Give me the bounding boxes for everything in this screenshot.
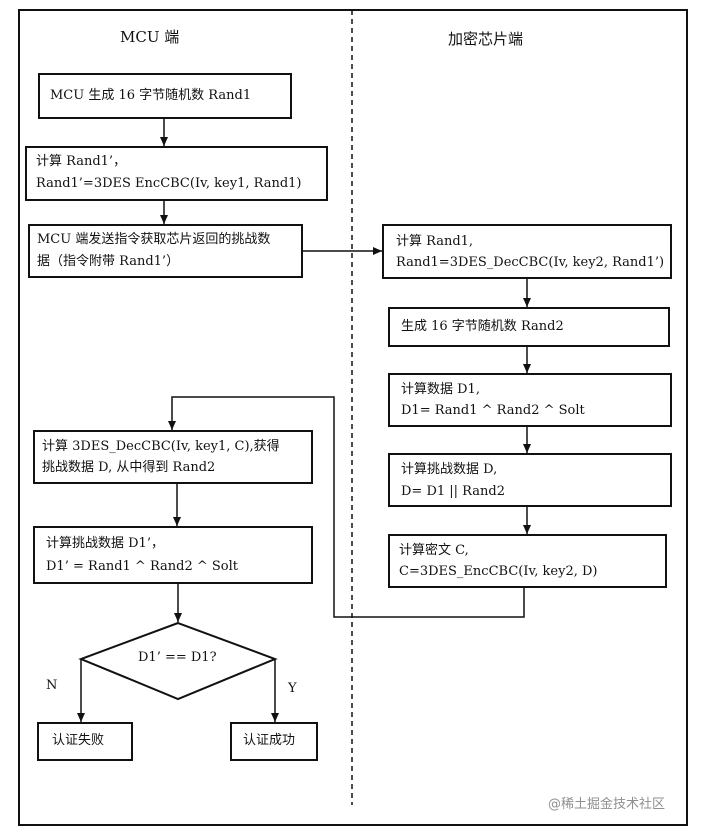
chip-step-compute-d1 bbox=[388, 373, 672, 427]
fail-box bbox=[37, 722, 133, 761]
chip-step-4-line1: 计算挑战数据 D, bbox=[401, 462, 498, 477]
mcu-lane-header: MCU 端 bbox=[120, 28, 180, 46]
mcu-step-1-text: MCU 生成 16 字节随机数 Rand1 bbox=[50, 88, 252, 103]
mcu-step-3-line1: MCU 端发送指令获取芯片返回的挑战数 bbox=[37, 232, 271, 247]
chip-step-4-line2: D= D1 || Rand2 bbox=[401, 484, 505, 499]
mcu-step-generate-rand1 bbox=[38, 73, 292, 119]
chip-step-3-line1: 计算数据 D1, bbox=[401, 382, 480, 397]
chip-step-generate-rand2 bbox=[388, 307, 670, 347]
decision-no-label: N bbox=[46, 678, 58, 693]
chip-step-3-line2: D1= Rand1 ^ Rand2 ^ Solt bbox=[401, 403, 585, 418]
mcu-step-3-line2: 据（指令附带 Rand1’） bbox=[37, 254, 180, 269]
decision-yes-label: Y bbox=[288, 681, 297, 696]
mcu-step-5-line1: 计算挑战数据 D1’， bbox=[46, 536, 164, 551]
chip-step-2-text: 生成 16 字节随机数 Rand2 bbox=[401, 319, 564, 334]
mcu-step-2-line1: 计算 Rand1’， bbox=[36, 154, 127, 169]
chip-step-1-line2: Rand1=3DES_DecCBC(Iv, key2, Rand1’) bbox=[396, 255, 665, 270]
chip-step-decrypt-rand1 bbox=[382, 224, 672, 279]
outcome-fail-text: 认证失败 bbox=[52, 733, 105, 748]
chip-step-compute-d bbox=[388, 453, 672, 507]
outcome-success-text: 认证成功 bbox=[243, 733, 296, 748]
decision-diamond bbox=[78, 621, 278, 701]
success-box bbox=[230, 722, 318, 761]
chip-step-encrypt-d bbox=[388, 534, 667, 588]
mcu-step-encrypt-rand1 bbox=[25, 146, 328, 201]
mcu-step-2-line2: Rand1’=3DES EncCBC(Iv, key1, Rand1) bbox=[36, 176, 302, 191]
outer-frame bbox=[18, 9, 688, 826]
chip-step-5-line1: 计算密文 C, bbox=[399, 543, 469, 558]
watermark-text: @稀土掘金技术社区 bbox=[548, 797, 666, 812]
chip-step-5-line2: C=3DES_EncCBC(Iv, key2, D) bbox=[399, 564, 598, 579]
decision-text: D1’ == D1? bbox=[138, 650, 217, 665]
mcu-step-5-line2: D1’ = Rand1 ^ Rand2 ^ Solt bbox=[46, 559, 239, 574]
mcu-step-compute-d1prime bbox=[33, 526, 313, 584]
mcu-step-decrypt-c bbox=[33, 430, 313, 484]
chip-step-1-line1: 计算 Rand1, bbox=[396, 234, 474, 249]
chip-lane-header: 加密芯片端 bbox=[448, 30, 524, 48]
mcu-step-4-line2: 挑战数据 D, 从中得到 Rand2 bbox=[42, 460, 216, 475]
mcu-step-4-line1: 计算 3DES_DecCBC(Iv, key1, C),获得 bbox=[42, 439, 280, 454]
arrow-chip-to-mcu bbox=[168, 396, 525, 618]
